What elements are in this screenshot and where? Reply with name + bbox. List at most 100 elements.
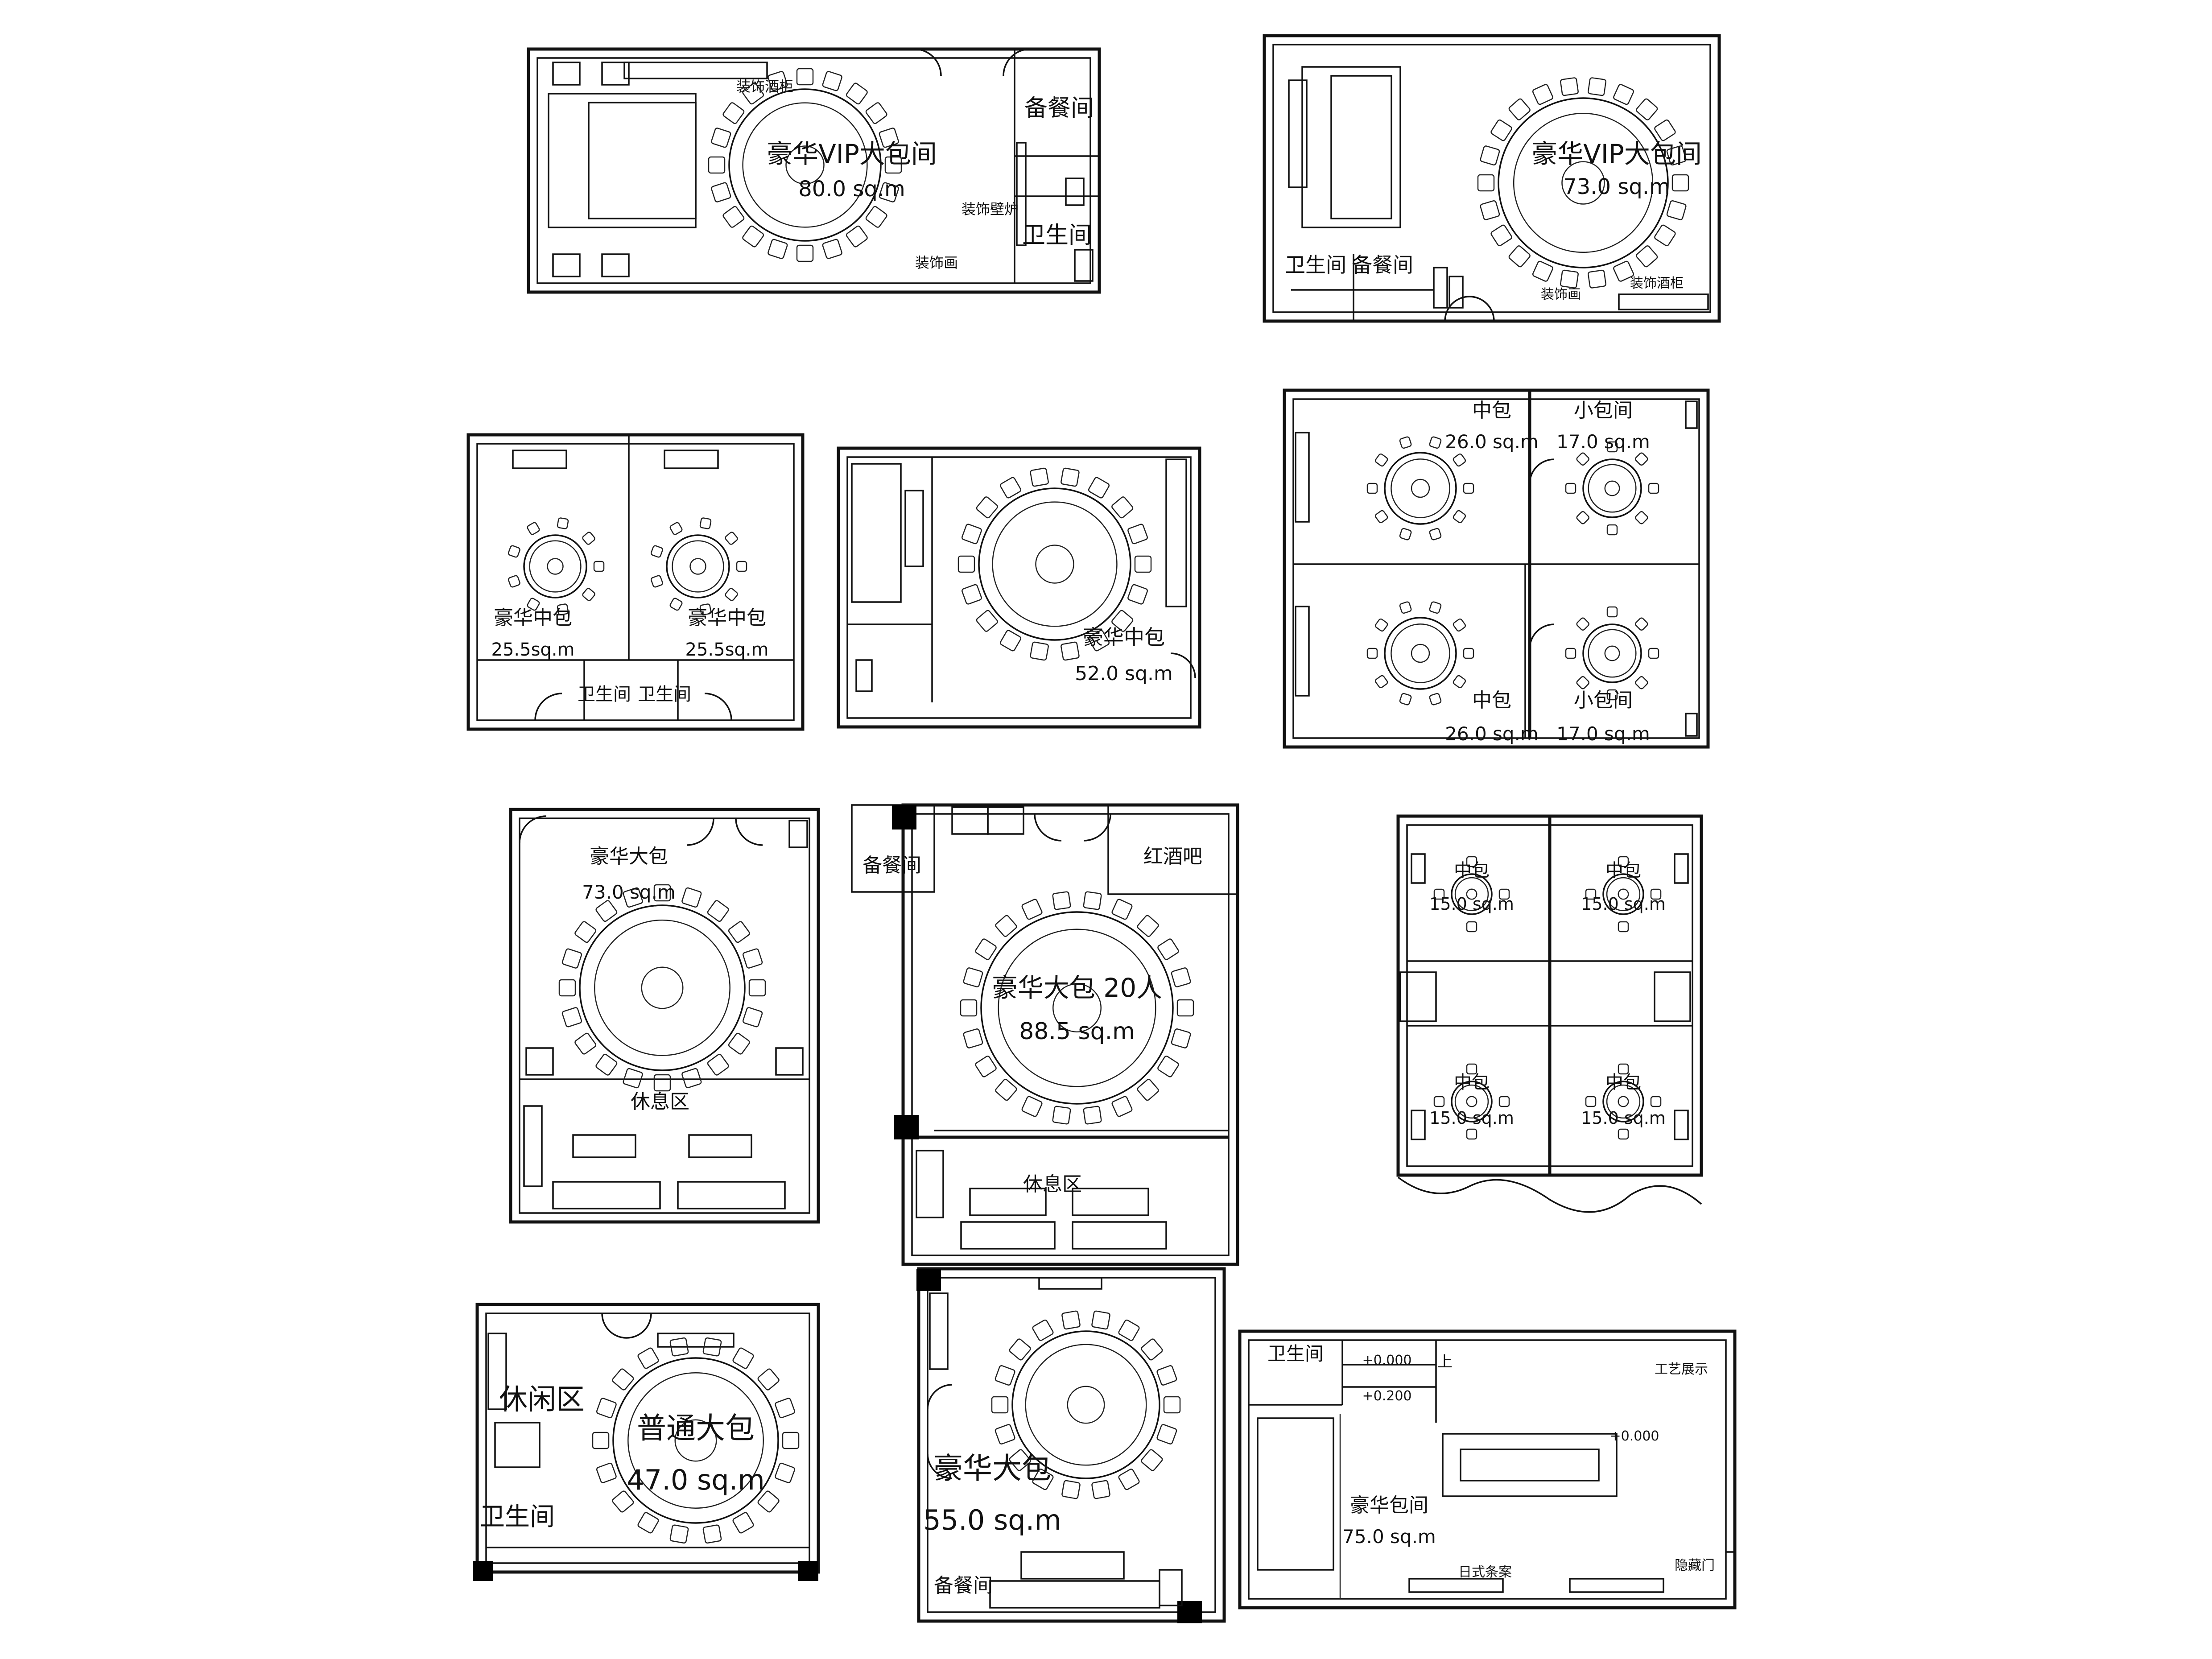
chair — [957, 555, 975, 573]
plan-vip-80 — [527, 47, 1101, 294]
chair — [1613, 84, 1634, 105]
chair — [1490, 224, 1512, 247]
chair — [623, 887, 643, 908]
chair — [999, 477, 1022, 499]
chair — [1429, 693, 1442, 706]
chair — [1466, 1063, 1477, 1075]
level-mark: +0.000 — [1609, 1428, 1659, 1444]
chair — [1606, 606, 1618, 618]
chair — [557, 603, 569, 615]
chair — [1399, 693, 1412, 706]
chair — [1091, 1310, 1110, 1330]
chair — [1453, 453, 1466, 467]
chair — [1433, 1096, 1445, 1107]
chair — [976, 496, 998, 519]
note-label: 装饰画 — [1541, 287, 1581, 302]
room-name: 豪华中包 — [688, 607, 766, 629]
chair — [879, 182, 899, 202]
room-name: 豪华VIP大包间 — [767, 139, 937, 169]
chair — [742, 1007, 763, 1028]
chair — [1141, 1449, 1163, 1471]
chair — [1498, 888, 1510, 900]
chair — [1490, 119, 1512, 141]
chair — [775, 1398, 796, 1419]
chair — [1576, 617, 1589, 631]
room-area: 15.0 sq.m — [1429, 1108, 1514, 1128]
chair — [1480, 145, 1500, 165]
chair — [699, 517, 712, 529]
plan-twin-25 — [466, 433, 805, 731]
room-area: 73.0 sq.m — [1563, 174, 1670, 199]
chair — [1156, 1365, 1177, 1386]
room-name: 休息区 — [631, 1090, 689, 1113]
chair — [1565, 483, 1576, 494]
chair — [757, 1368, 780, 1391]
room-area: 17.0 sq.m — [1556, 723, 1650, 745]
table-twin-25-right — [650, 517, 747, 615]
chair — [1061, 467, 1080, 487]
room-area: 55.0 sq.m — [923, 1504, 1061, 1536]
chair — [1618, 921, 1629, 933]
chair — [1374, 510, 1388, 524]
room-area: 25.5sq.m — [685, 640, 769, 660]
chair — [669, 598, 683, 611]
room-name: 备餐间 — [863, 854, 921, 877]
chair — [1635, 617, 1648, 631]
dining-tables — [508, 68, 1689, 1544]
chair — [1585, 1096, 1597, 1107]
chair — [595, 900, 618, 922]
chair — [669, 1524, 689, 1544]
chair — [650, 545, 663, 558]
room-name: 备餐间 — [1352, 253, 1413, 277]
table-large-88 — [960, 891, 1194, 1125]
chair — [1648, 483, 1659, 494]
chair — [1021, 899, 1043, 920]
chair — [1061, 1310, 1081, 1330]
room-name: 中包 — [1472, 399, 1511, 422]
chair — [976, 610, 998, 632]
room-name: 卫生间 — [638, 684, 691, 705]
chair — [711, 182, 731, 202]
chair — [1532, 260, 1553, 282]
chair — [768, 239, 788, 259]
chair — [707, 1053, 729, 1076]
chair — [1654, 119, 1676, 141]
chair — [1648, 648, 1659, 659]
table-mid-15-3 — [1433, 1063, 1510, 1140]
table-mid-15-2 — [1585, 856, 1662, 933]
chair — [1374, 618, 1388, 632]
chair — [884, 156, 902, 174]
table-large-55 — [991, 1310, 1181, 1499]
chair — [1606, 524, 1618, 536]
chair — [1588, 77, 1606, 96]
room-name: 豪华大包 — [590, 845, 668, 868]
chair — [768, 71, 788, 91]
chair — [612, 1490, 634, 1513]
chair — [865, 206, 887, 228]
chair — [681, 887, 702, 908]
chair — [653, 1074, 671, 1092]
chair — [748, 979, 766, 997]
chair — [995, 1365, 1015, 1386]
level-mark: +0.200 — [1362, 1388, 1411, 1404]
chair — [1508, 245, 1531, 268]
chair — [782, 1432, 800, 1449]
chair — [1052, 1106, 1071, 1125]
chair — [1618, 1128, 1629, 1140]
room-area: 52.0 sq.m — [1075, 662, 1173, 685]
chair — [1635, 511, 1648, 524]
chair — [1636, 98, 1658, 120]
chair — [725, 532, 738, 545]
room-name: 豪华大包 — [933, 1451, 1051, 1486]
room-name: 豪华中包 — [1083, 625, 1165, 649]
chair — [650, 575, 663, 588]
chair — [1088, 477, 1110, 499]
room-name: 卫生间 — [1285, 253, 1346, 277]
chair — [995, 1079, 1017, 1101]
chair — [1635, 452, 1648, 466]
room-name: 中包 — [1454, 860, 1490, 881]
chair — [669, 1337, 689, 1357]
chair — [612, 1368, 634, 1391]
chair — [960, 999, 978, 1017]
chair — [865, 102, 887, 124]
